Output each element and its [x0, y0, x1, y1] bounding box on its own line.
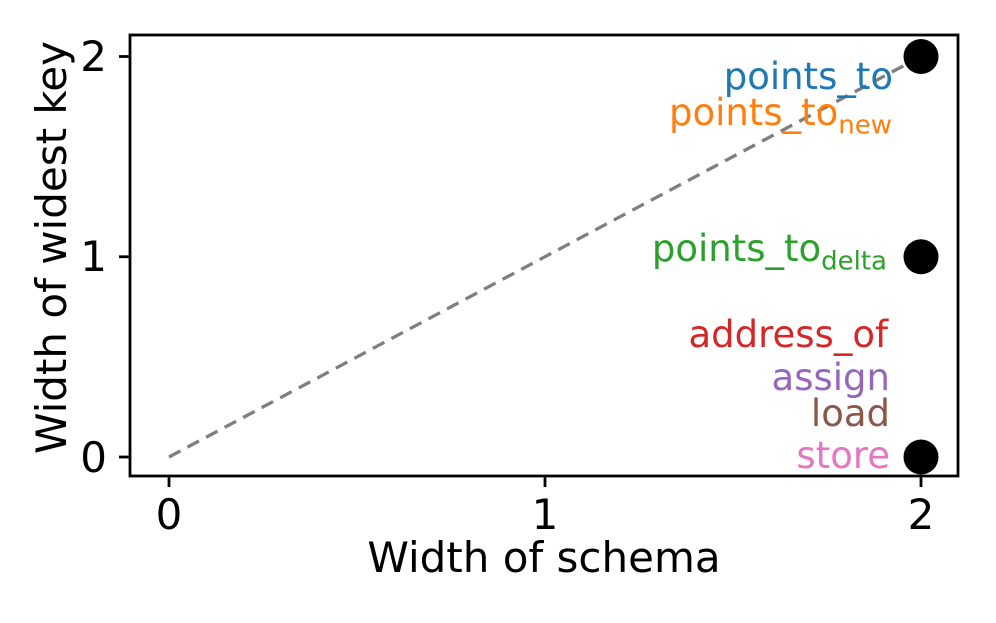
- y-tick-label: 2: [80, 32, 107, 81]
- data-point: [903, 439, 939, 475]
- identity-dashed-line: [168, 55, 922, 459]
- annotation-points_to: points_to: [723, 55, 893, 98]
- annotation-points_to-delta: points_todelta: [651, 227, 887, 277]
- y-tick-label: 1: [80, 232, 107, 282]
- data-point: [903, 39, 939, 74]
- annotation-address_of: address_of: [688, 313, 888, 356]
- x-axis-label: Width of schema: [367, 533, 721, 582]
- y-tick-label: 0: [80, 432, 107, 482]
- annotation-store: store: [796, 434, 890, 477]
- plot-border: [128, 33, 960, 478]
- annotation-points_to-new: points_tonew: [668, 91, 892, 141]
- annotation-assign: assign: [771, 356, 890, 399]
- x-tick-label: 0: [155, 490, 183, 539]
- annotation-load: load: [810, 392, 890, 435]
- x-tick-label: 1: [531, 490, 559, 539]
- data-point: [903, 239, 939, 275]
- x-tick-label: 2: [907, 490, 935, 539]
